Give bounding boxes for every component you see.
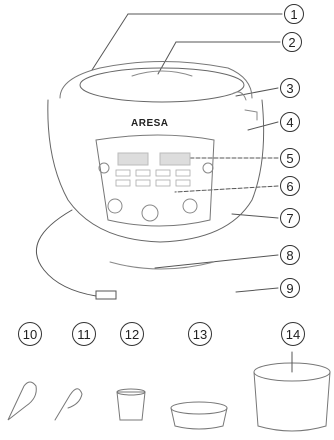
leader-1b — [92, 14, 128, 70]
panel-button-left — [108, 199, 122, 213]
callout-1: 1 — [284, 4, 304, 24]
callout-9: 9 — [280, 278, 300, 298]
callout-4: 4 — [280, 112, 300, 132]
leader-6 — [175, 186, 278, 192]
leader-9 — [236, 288, 278, 292]
callout-5: 5 — [280, 148, 300, 168]
steam-basket-drawing — [171, 408, 227, 429]
display-right — [160, 153, 190, 165]
program-button — [136, 170, 150, 176]
program-button — [176, 170, 190, 176]
program-button — [176, 180, 190, 186]
power-cord — [36, 210, 96, 296]
callout-3: 3 — [280, 78, 300, 98]
display-left — [118, 153, 148, 165]
callout-10: 10 — [18, 322, 42, 346]
leader-8 — [155, 255, 278, 268]
ladle-drawing — [55, 389, 82, 420]
callout-13: 13 — [188, 322, 212, 346]
callout-2: 2 — [282, 32, 302, 52]
condensation-tray — [245, 110, 257, 120]
callout-6: 6 — [280, 176, 300, 196]
steam-valve — [232, 92, 246, 100]
callout-12: 12 — [120, 322, 144, 346]
power-plug — [96, 291, 116, 299]
program-button — [156, 170, 170, 176]
program-button — [116, 180, 130, 186]
steam-basket-rim — [171, 402, 227, 414]
brand-logo: ARESA — [131, 118, 169, 129]
callout-8: 8 — [280, 245, 300, 265]
leader-2b — [158, 42, 176, 74]
panel-button-mid — [142, 205, 158, 221]
program-button — [136, 180, 150, 186]
control-panel — [96, 135, 214, 226]
lid-top — [80, 68, 244, 102]
leader-4 — [248, 122, 278, 130]
program-button — [116, 170, 130, 176]
callout-7: 7 — [280, 208, 300, 228]
callout-14: 14 — [281, 322, 305, 346]
lid-handle — [132, 71, 192, 76]
program-button — [156, 180, 170, 186]
spatula-drawing — [8, 382, 36, 420]
panel-knob-right — [203, 163, 213, 173]
panel-button-right — [183, 199, 197, 213]
measuring-cup-drawing — [117, 392, 145, 420]
callout-11: 11 — [72, 322, 96, 346]
